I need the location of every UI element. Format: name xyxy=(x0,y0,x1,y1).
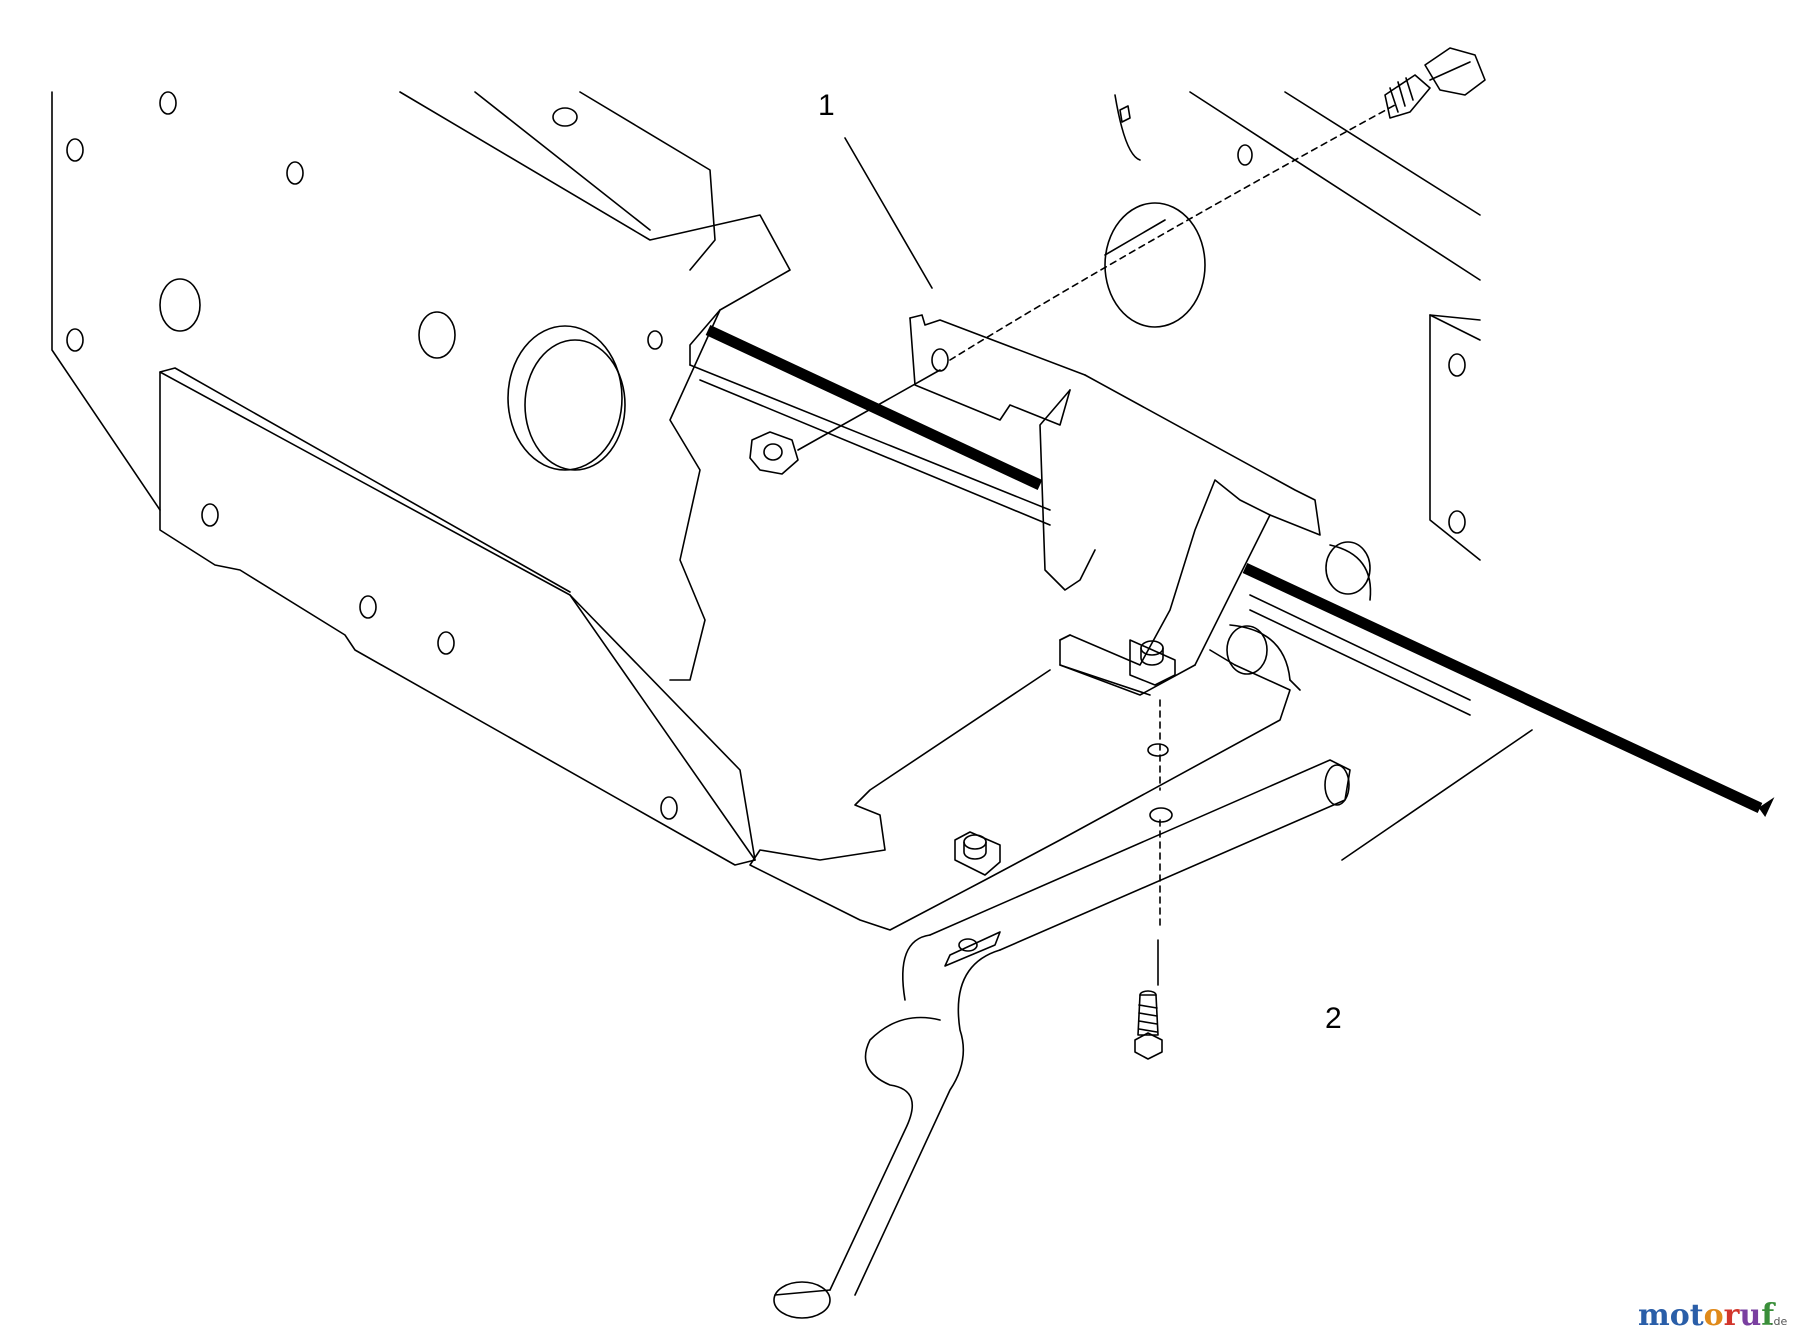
hex-nut xyxy=(749,431,799,475)
cable-bracket xyxy=(909,314,1321,696)
frame-side-panel xyxy=(51,91,791,681)
hex-bolt xyxy=(1134,990,1163,1060)
watermark-letter: f xyxy=(1761,1298,1776,1333)
watermark-letter: o xyxy=(1670,1298,1690,1333)
control-cable xyxy=(705,325,1775,817)
watermark-text: motoruf xyxy=(1638,1298,1776,1333)
bottom-rod xyxy=(773,759,1351,1319)
watermark-suffix: .de xyxy=(1770,1315,1787,1328)
carriage-bolt xyxy=(1384,47,1486,119)
callout-1: 1 xyxy=(818,89,835,122)
plate-clip-nut xyxy=(954,831,1001,876)
leader-line-1 xyxy=(844,137,933,289)
watermark-letter: m xyxy=(1638,1298,1670,1333)
watermark-letter: t xyxy=(1690,1298,1704,1333)
watermark-letter: o xyxy=(1704,1298,1724,1333)
base-plate xyxy=(689,364,1291,931)
alignment-lines xyxy=(797,104,1396,986)
watermark-letter: r xyxy=(1724,1298,1741,1333)
callout-2: 2 xyxy=(1325,1002,1342,1035)
frame-lower-rail xyxy=(159,367,756,866)
cross-rod xyxy=(1226,541,1471,716)
watermark-letter: u xyxy=(1739,1298,1761,1333)
watermark-logo: motoruf .de xyxy=(1638,1298,1787,1333)
leader-line-2 xyxy=(1341,729,1533,861)
frame-right-section xyxy=(1104,91,1481,561)
